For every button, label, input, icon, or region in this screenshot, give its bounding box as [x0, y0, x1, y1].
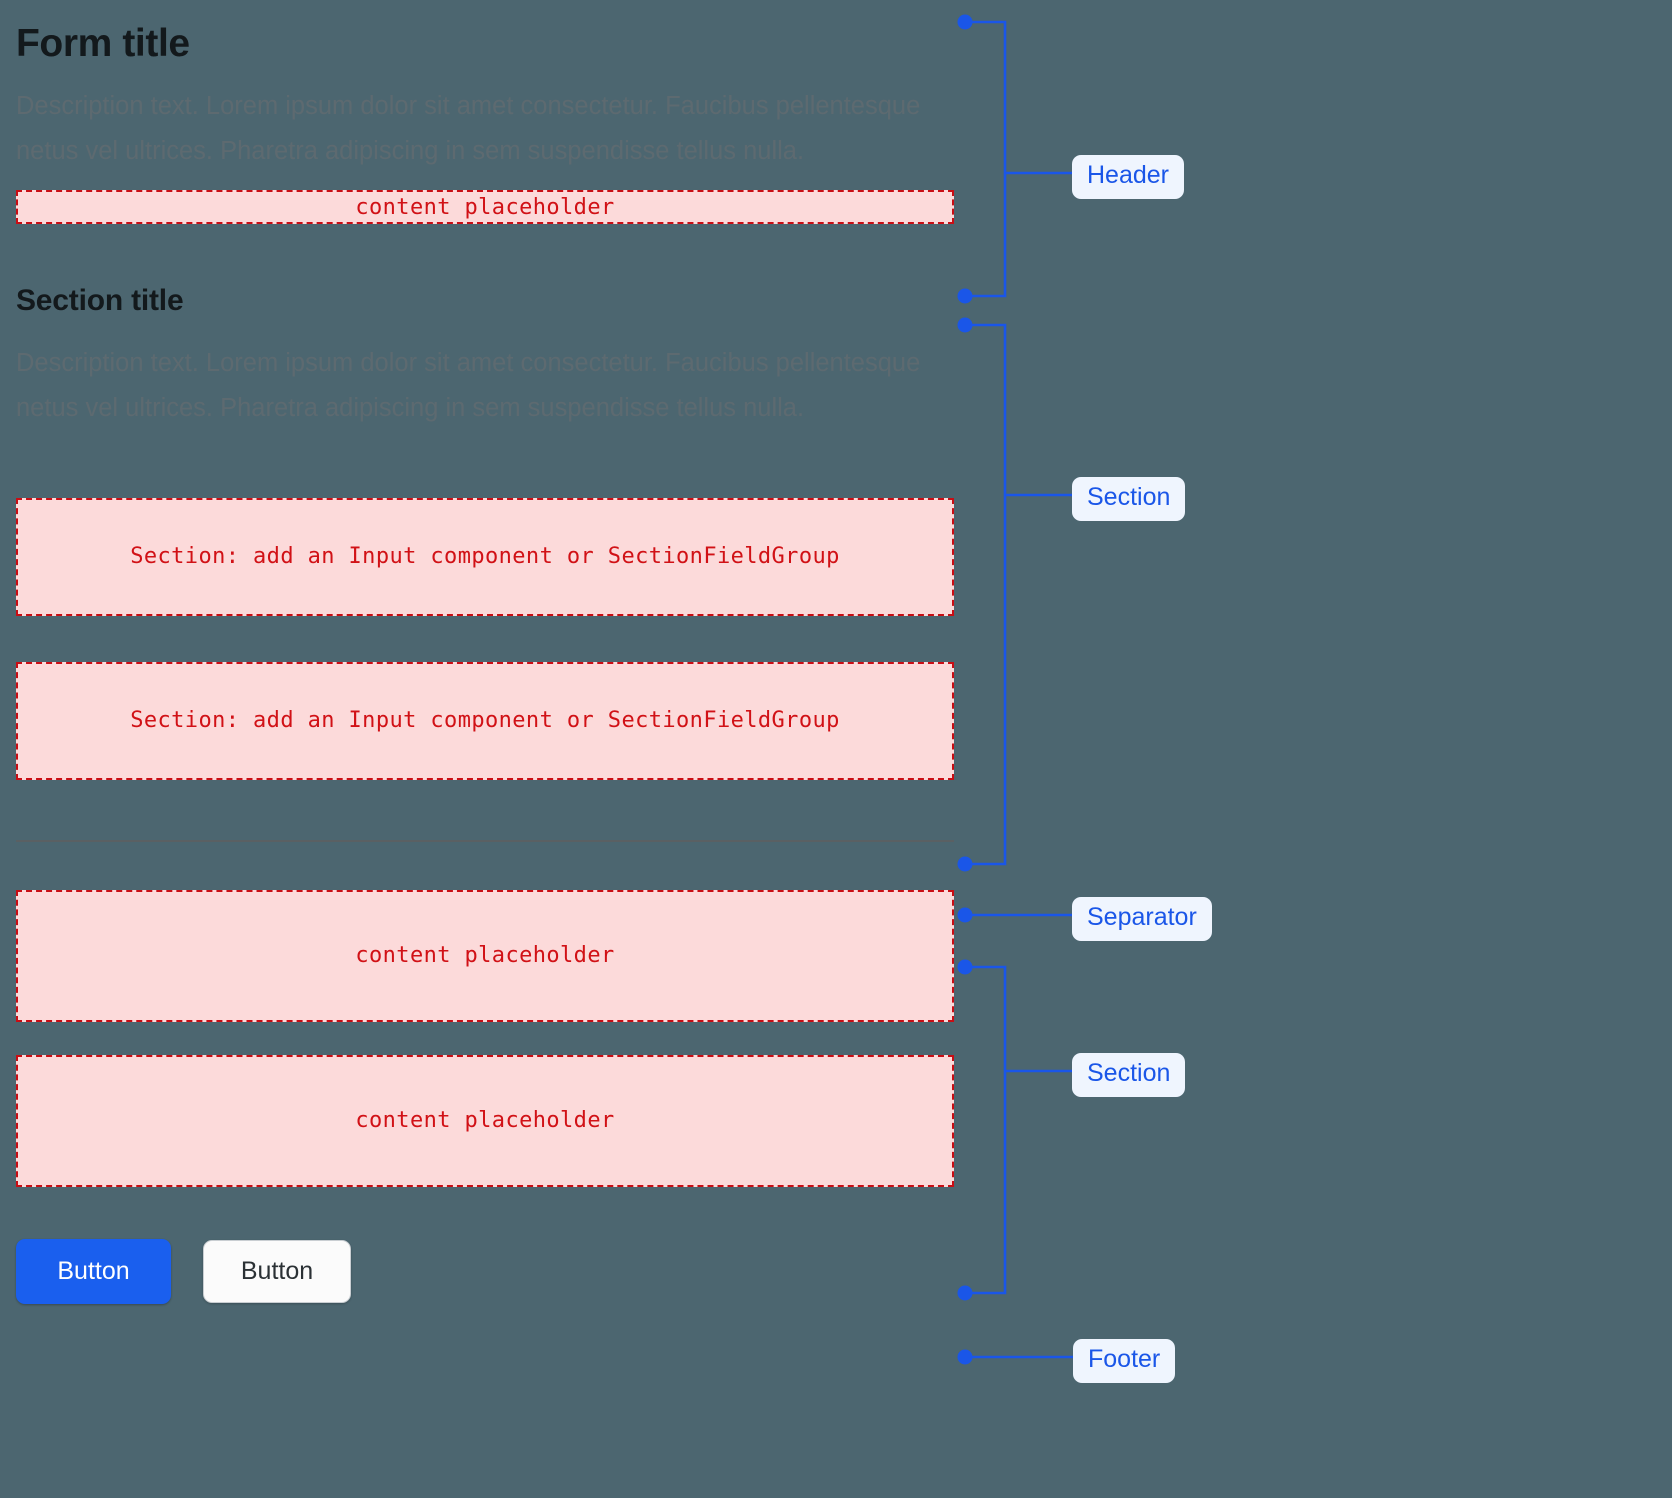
section-title: Section title [16, 284, 184, 318]
form-footer: Button Button [16, 1238, 1036, 1304]
annotation-badge-section-two[interactable]: Section [1072, 1053, 1186, 1097]
section-description: Description text. Lorem ipsum dolor sit … [16, 348, 921, 423]
primary-button[interactable]: Button [16, 1238, 171, 1304]
form-container: Form title Description text. Lorem ipsum… [16, 0, 1036, 1304]
form-section-two: content placeholder content placeholder [16, 889, 1036, 1187]
section-two-content-placeholder-1: content placeholder [16, 889, 954, 1022]
header-description: Description text. Lorem ipsum dolor sit … [16, 91, 921, 166]
page-title: Form title [16, 22, 190, 65]
anchor-dot-footer [957, 1349, 973, 1365]
annotation-badge-header[interactable]: Header [1072, 155, 1184, 199]
header-content-placeholder: content placeholder [16, 190, 954, 225]
section-two-content-placeholder-2: content placeholder [16, 1054, 954, 1187]
annotation-badge-separator[interactable]: Separator [1072, 897, 1212, 941]
annotation-badge-section-one[interactable]: Section [1072, 477, 1186, 521]
section-field-placeholder-1: Section: add an Input component or Secti… [16, 497, 954, 616]
form-header: Form title Description text. Lorem ipsum… [16, 22, 1036, 225]
separator [16, 839, 954, 842]
annotation-badge-footer[interactable]: Footer [1073, 1339, 1176, 1383]
form-section-one: Section title Description text. Lorem ip… [16, 284, 1036, 780]
secondary-button[interactable]: Button [203, 1239, 351, 1303]
section-field-placeholder-2: Section: add an Input component or Secti… [16, 661, 954, 780]
